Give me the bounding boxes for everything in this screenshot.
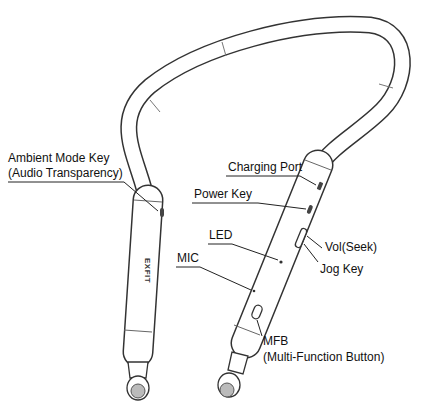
part-label: MIC <box>177 251 199 266</box>
ear-tip <box>220 383 234 397</box>
neckband <box>129 24 403 205</box>
mfb-button <box>251 304 264 320</box>
right-body <box>246 165 318 343</box>
part-label: Charging Port <box>228 160 302 175</box>
body-seam <box>124 330 152 332</box>
brand-mark: EXFIT <box>143 258 152 283</box>
charging-port <box>317 182 324 191</box>
mic-hole <box>253 290 256 293</box>
neckband-outline <box>129 24 403 205</box>
leader-line <box>192 203 306 209</box>
band-seam <box>150 100 160 112</box>
body-seam <box>134 200 162 202</box>
leader-lines <box>8 176 322 336</box>
earbud <box>218 373 240 397</box>
leader-line <box>304 244 318 262</box>
band-seam <box>379 84 393 88</box>
part-label: Ambient Mode Key (Audio Transparency) <box>8 151 130 181</box>
band-seam <box>222 42 226 56</box>
leader-line <box>226 176 316 185</box>
leader-line <box>8 182 158 211</box>
earbud-stem <box>228 352 248 374</box>
body-seam <box>305 160 331 170</box>
leader-line <box>307 236 322 248</box>
leader-line <box>208 244 278 260</box>
right-body-outline <box>246 165 318 343</box>
ear-tip <box>131 384 145 398</box>
leader-line <box>257 320 262 336</box>
earbud <box>127 376 149 400</box>
part-label: Vol(Seek) <box>325 240 377 255</box>
led <box>279 260 282 263</box>
leader-line <box>176 267 251 290</box>
part-label: MFB <box>263 334 288 349</box>
part-label: Power Key <box>194 187 252 202</box>
part-label: (Multi-Function Button) <box>263 350 384 365</box>
power-key <box>306 205 313 215</box>
ambient-key <box>160 208 164 217</box>
part-label: Jog Key <box>320 262 363 277</box>
part-label: LED <box>209 228 232 243</box>
body-seam <box>234 325 260 335</box>
